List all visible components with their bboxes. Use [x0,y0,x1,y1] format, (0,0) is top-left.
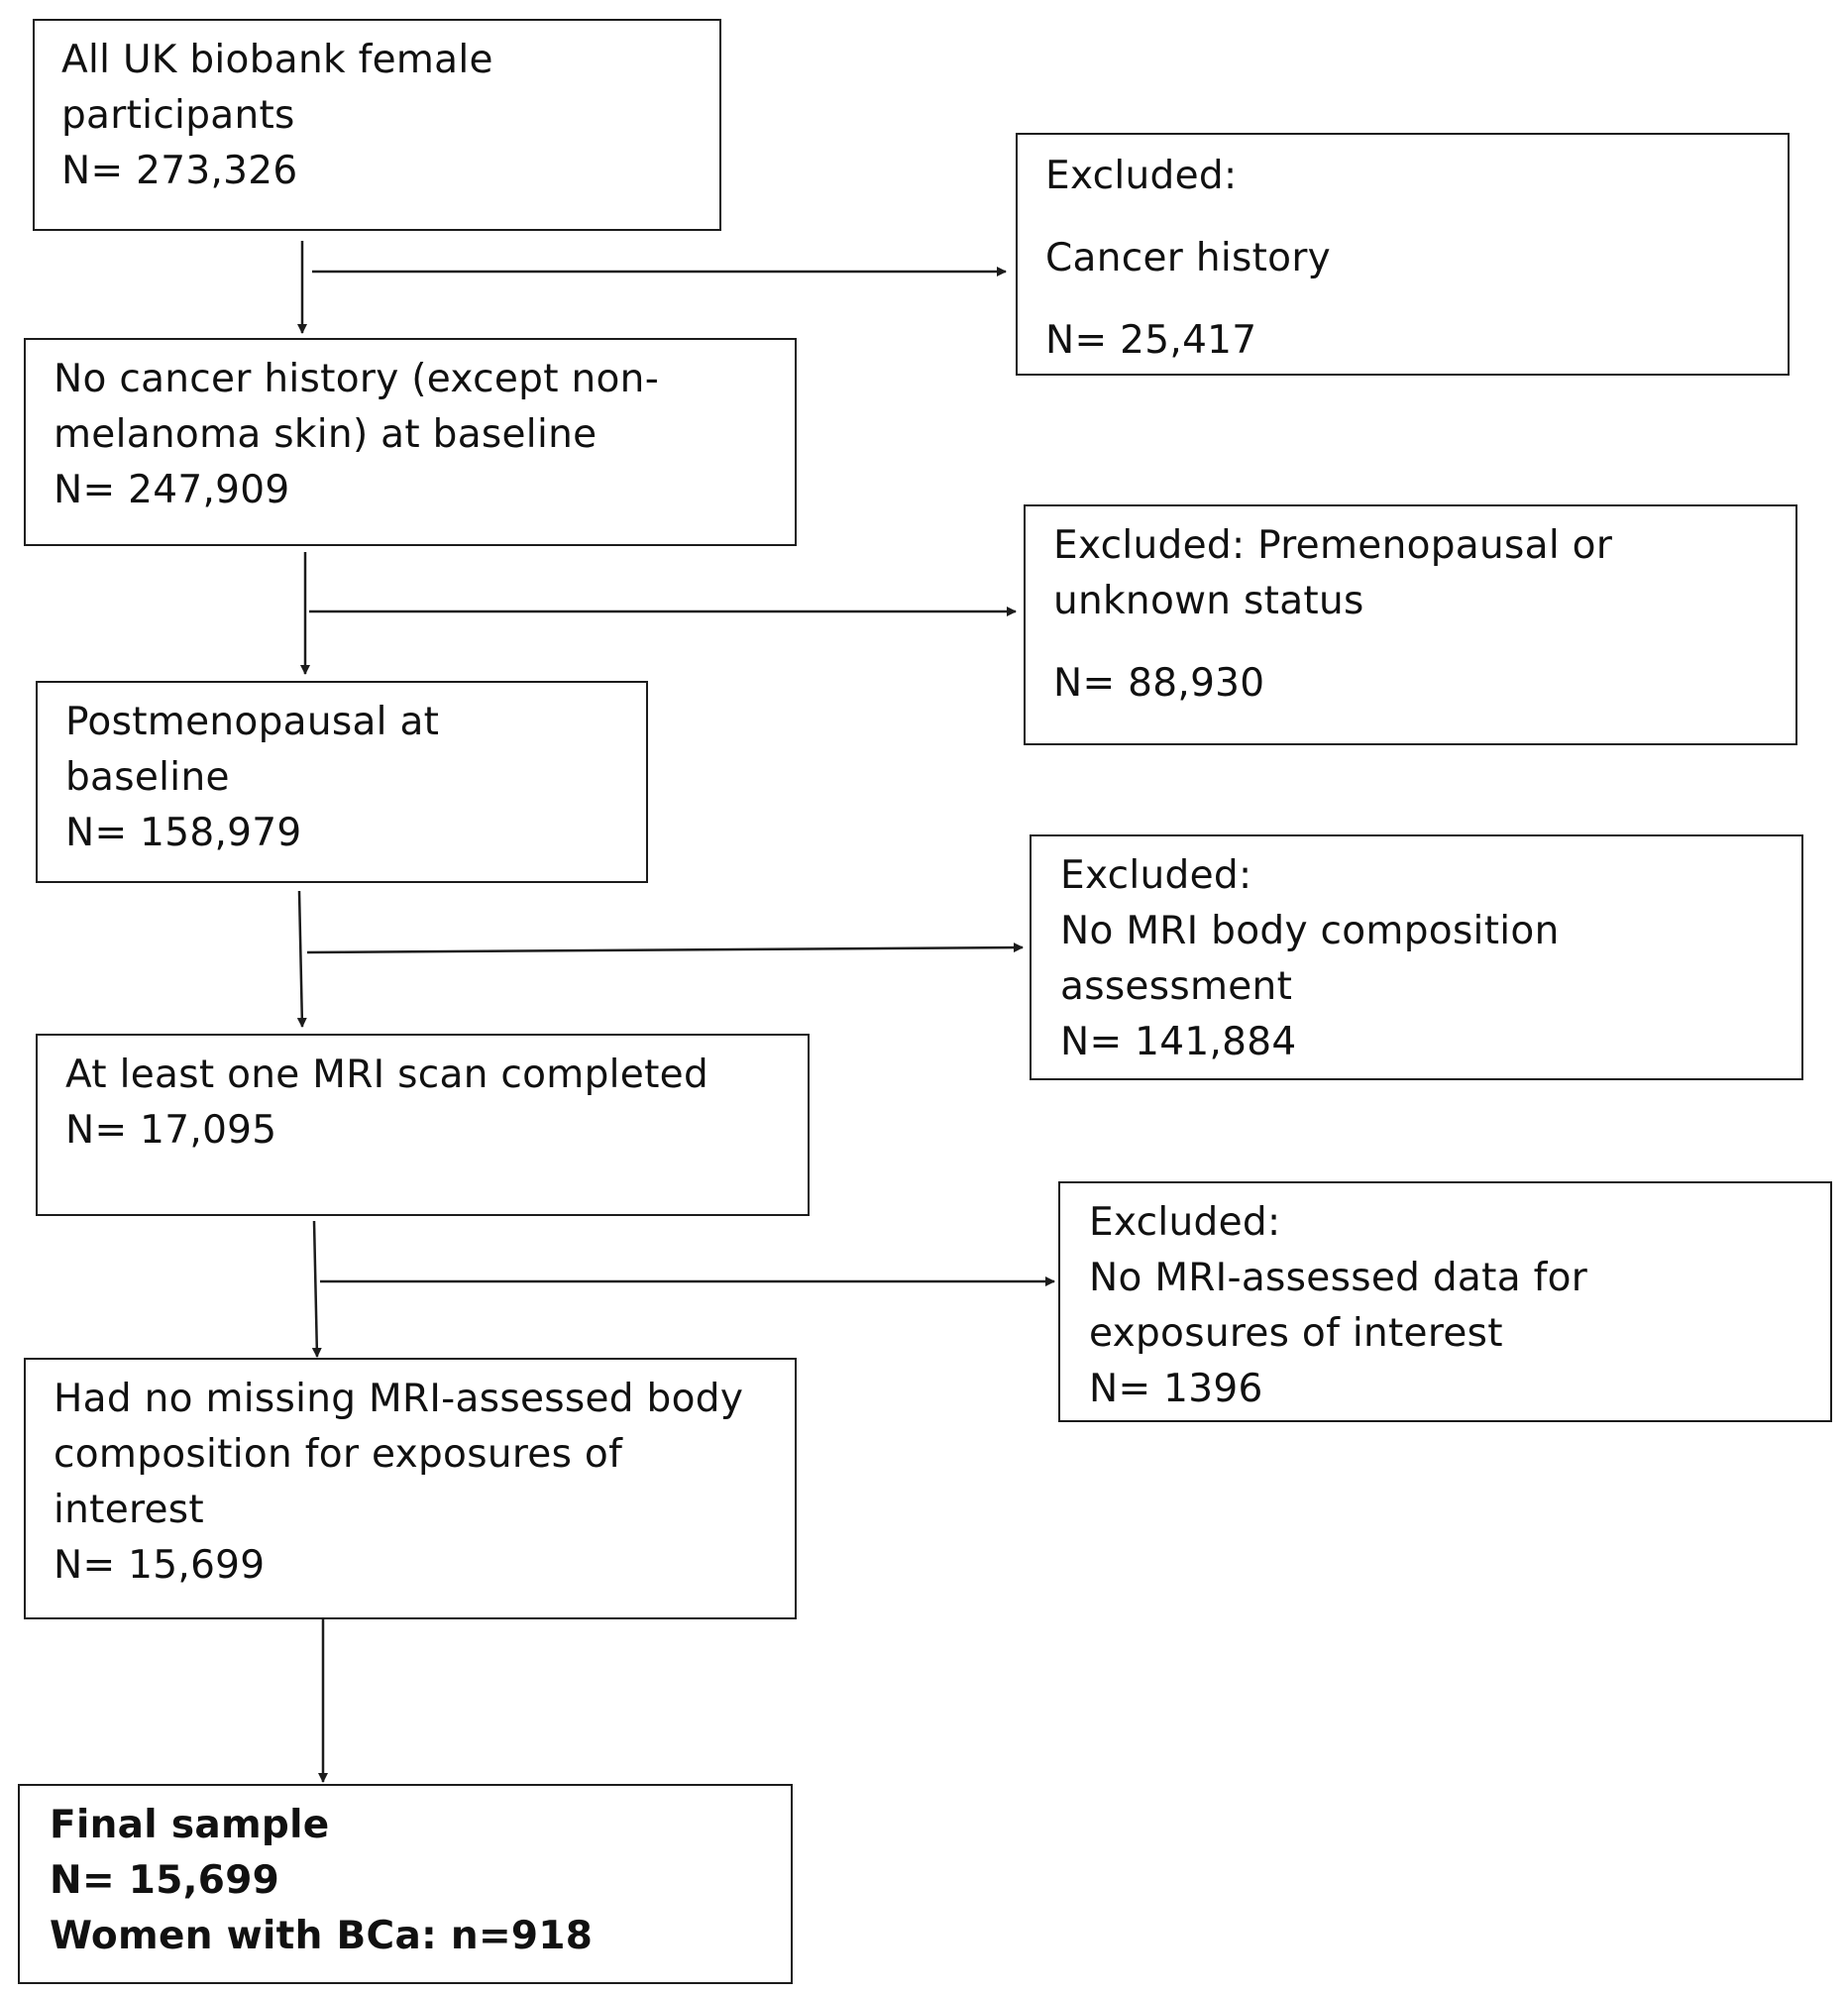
box-text-line: melanoma skin) at baseline [54,412,598,457]
box-count: N= 15,699 [50,1858,280,1903]
exclusion-cancer-history-box: Excluded: Cancer history N= 25,417 [1016,133,1790,376]
exclusion-premenopausal-box: Excluded: Premenopausal or unknown statu… [1024,504,1797,745]
box-count: N= 17,095 [65,1108,277,1153]
box-count: N= 158,979 [65,811,302,855]
box-count: N= 15,699 [54,1543,266,1588]
final-sample-box: Final sample N= 15,699 Women with BCa: n… [18,1784,793,1984]
excluded-heading: Excluded: [1089,1200,1281,1245]
box-text-line: All UK biobank female [61,38,493,82]
exclusion-no-mri-exposures-box: Excluded: No MRI-assessed data for expos… [1058,1181,1832,1422]
box-text-line: composition for exposures of [54,1432,623,1477]
box-text-line: baseline [65,755,230,800]
arrow-to-exclusion-3 [306,942,1024,954]
excluded-heading: Excluded: [1045,154,1238,198]
box-text-line: No MRI body composition [1060,909,1560,953]
box-count: N= 247,909 [54,468,290,512]
excluded-heading: Excluded: Premenopausal or [1053,523,1613,568]
box-text-line: Postmenopausal at [65,700,440,744]
box-count: N= 25,417 [1045,318,1257,363]
box-text-line: assessment [1060,964,1293,1009]
box-text-line: No MRI-assessed data for [1089,1256,1588,1300]
arrow-step4-to-step5 [311,1220,322,1358]
box-count: N= 88,930 [1053,661,1265,706]
box-text-line: Cancer history [1045,236,1332,280]
box-text-line: No cancer history (except non- [54,357,660,401]
exclusion-no-mri-composition-box: Excluded: No MRI body composition assess… [1030,834,1803,1080]
box-text-line: exposures of interest [1089,1311,1503,1356]
box-count: N= 273,326 [61,149,298,193]
step-all-participants-box: All UK biobank female participants N= 27… [33,19,721,231]
box-count: N= 1396 [1089,1367,1263,1411]
box-text-line: Women with BCa: n=918 [50,1914,594,1958]
box-text-line: interest [54,1488,205,1532]
box-text-line: Had no missing MRI-assessed body [54,1377,744,1421]
step-mri-scan-box: At least one MRI scan completed N= 17,09… [36,1034,810,1216]
arrow-step3-to-step4 [296,890,307,1028]
box-text-line: At least one MRI scan completed [65,1053,709,1097]
box-count: N= 141,884 [1060,1020,1297,1064]
step-no-missing-mri-box: Had no missing MRI-assessed body composi… [24,1358,797,1619]
box-text-line: unknown status [1053,579,1364,623]
box-text-line: participants [61,93,295,138]
final-sample-title: Final sample [50,1803,330,1847]
step-no-cancer-history-box: No cancer history (except non- melanoma … [24,338,797,546]
excluded-heading: Excluded: [1060,853,1252,898]
step-postmenopausal-box: Postmenopausal at baseline N= 158,979 [36,681,648,883]
